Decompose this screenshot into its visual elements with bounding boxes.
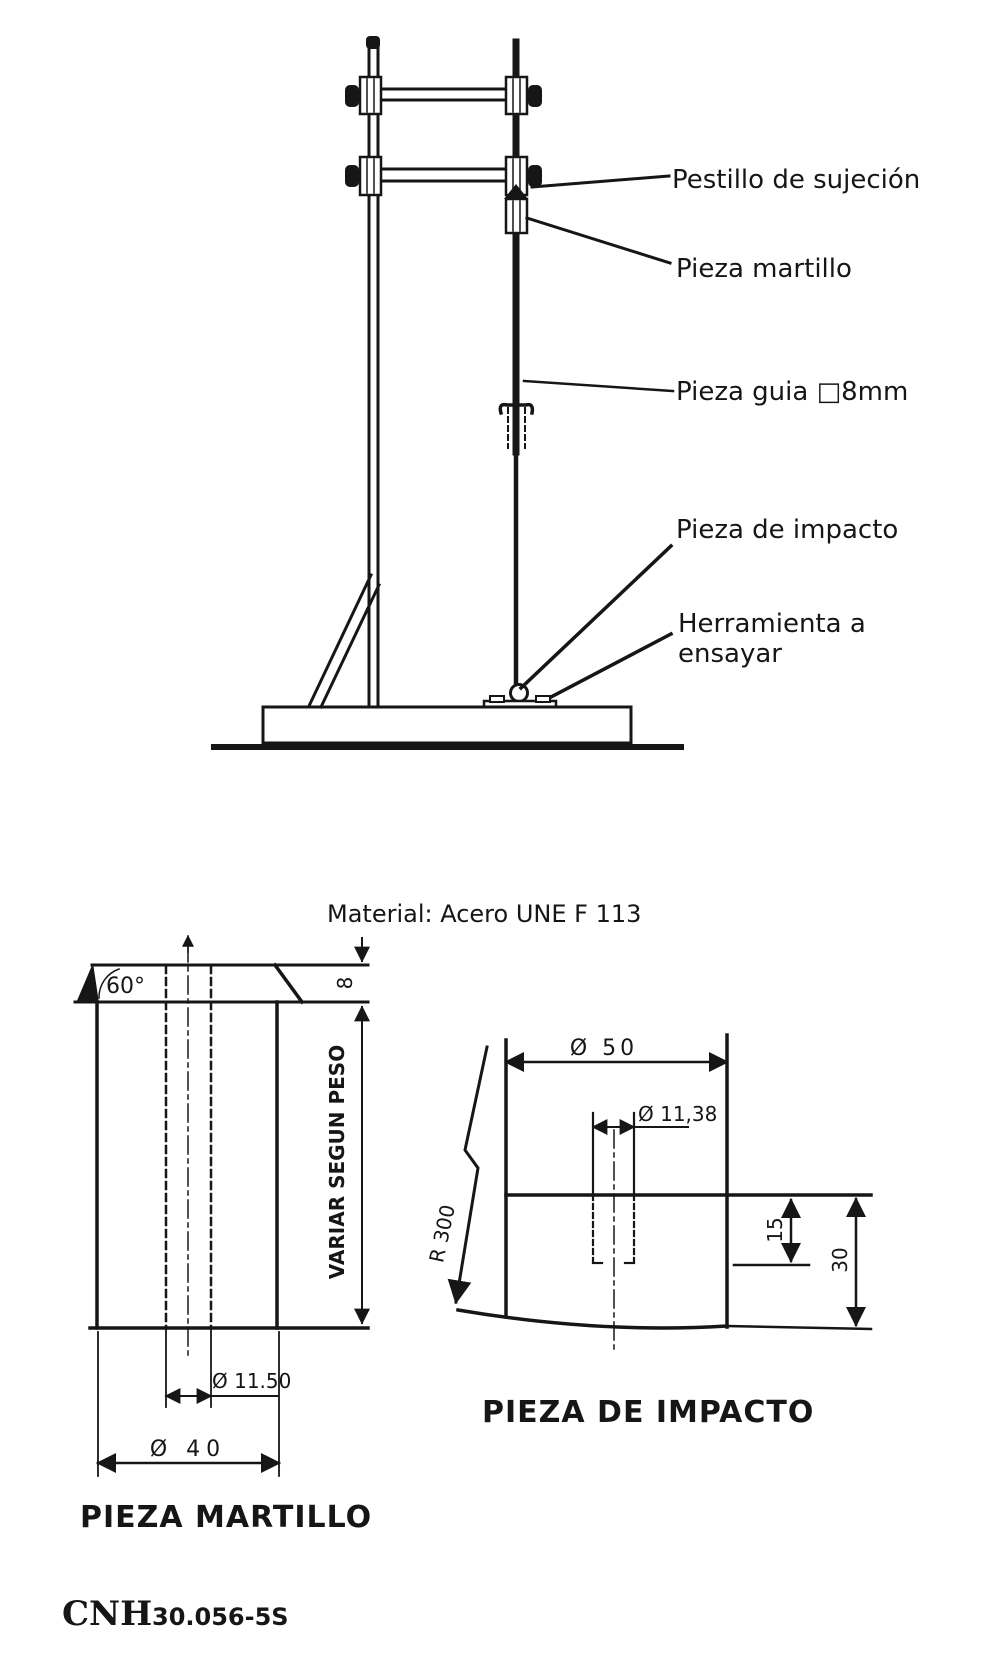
dim1138-text: Ø 11,38 — [638, 1102, 717, 1126]
label-pieza-impacto: Pieza de impacto — [676, 515, 898, 545]
angle-arc — [98, 968, 120, 999]
latch-triangle — [504, 184, 528, 199]
angle-dim: 60° — [106, 974, 145, 999]
doc-code: CNH — [62, 1594, 152, 1634]
footer: CNH 30.056-5S — [62, 1594, 289, 1634]
label-pestillo: Pestillo de sujeción — [672, 165, 920, 195]
bottom-spherical-face — [455, 1307, 729, 1330]
label-herramienta-1: Herramienta a — [678, 609, 866, 639]
leader-pestillo — [530, 174, 671, 189]
clamp-block-top-right — [504, 75, 529, 116]
knob-top-left — [345, 85, 359, 107]
dim50-text: Ø 50 — [570, 1036, 638, 1061]
clamp-block-bottom-left — [358, 155, 383, 197]
material-note: Material: Acero UNE F 113 — [327, 900, 641, 928]
hammer-piece-title: PIEZA MARTILLO — [80, 1500, 372, 1535]
impact-piece-drawing: Ø 50 Ø 11,38 R 300 15 30 PIEZA DE IMPACT… — [424, 1033, 873, 1430]
label-pieza-guia: Pieza guia □8mm — [676, 377, 908, 407]
leader-martillo — [525, 216, 672, 265]
clamp-block-top-left — [358, 75, 383, 116]
radius-leader — [447, 1045, 489, 1305]
leader-herramienta — [548, 631, 674, 700]
leader-impacto — [518, 543, 674, 691]
head-right-chamfer — [272, 962, 305, 1005]
dim8-text: 8 — [333, 977, 357, 990]
knob-top-right — [528, 85, 542, 107]
knob-bottom-left — [345, 165, 359, 187]
label-herramienta-2: ensayar — [678, 639, 782, 669]
apparatus-labels: Pestillo de sujeción Pieza martillo Piez… — [672, 165, 920, 669]
leader-lines — [518, 174, 675, 700]
label-pieza-martillo: Pieza martillo — [676, 254, 852, 284]
guide-clip — [498, 402, 535, 449]
impact-tip-circle — [509, 683, 529, 703]
leader-guia — [522, 379, 675, 393]
hammer-piece-drawing: 60° 8 VARIAR SEGUN PESO Ø 11.50 Ø 40 PIE… — [73, 934, 372, 1535]
radius-text: R 300 — [424, 1202, 460, 1264]
diagonal-brace — [307, 573, 381, 709]
base-plate — [261, 705, 633, 745]
impact-piece-title: PIEZA DE IMPACTO — [482, 1395, 814, 1430]
doc-number: 30.056-5S — [152, 1603, 289, 1631]
dim30-text: 30 — [828, 1247, 852, 1272]
crossbar-bottom — [379, 167, 509, 183]
knob-bottom-right — [528, 165, 542, 187]
crossbar-top — [379, 87, 509, 102]
head-left-chamfer — [76, 963, 99, 1003]
hammer-block — [504, 197, 529, 235]
clamp-block-bottom-right — [504, 155, 529, 197]
dim-outer-text: Ø 40 — [150, 1437, 226, 1462]
dim15-text: 15 — [763, 1217, 787, 1242]
dim-variar-text: VARIAR SEGUN PESO — [325, 1045, 349, 1279]
apparatus-drawing: Pestillo de sujeción Pieza martillo Piez… — [211, 36, 920, 750]
bottom-ext-line — [725, 1324, 873, 1331]
